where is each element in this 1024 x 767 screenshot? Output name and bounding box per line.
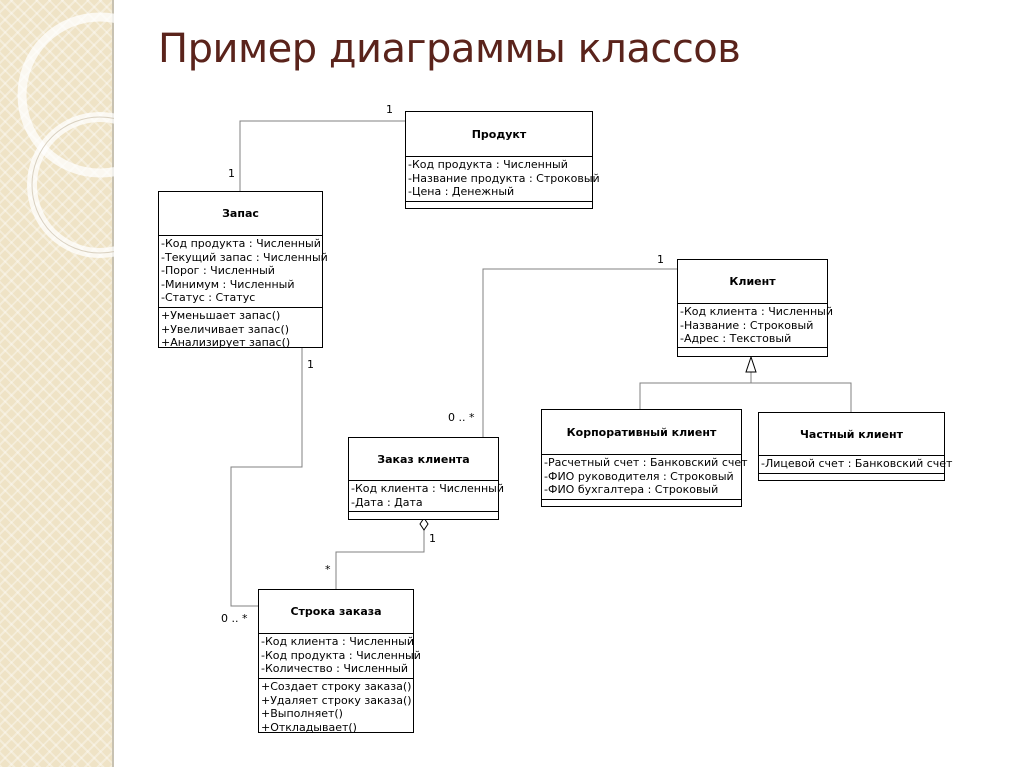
class-order-attributes: -Код клиента : Численный -Дата : Дата [349, 481, 504, 512]
side-panel-divider [112, 0, 114, 767]
attribute: -Расчетный счет : Банковский счет [544, 456, 748, 469]
class-order-line-operations: +Создает строку заказа() +Удаляет строку… [259, 679, 413, 735]
attribute: -Цена : Денежный [408, 185, 515, 199]
class-private-client-attributes: -Лицевой счет : Банковский счет [759, 456, 953, 474]
attribute: -Статус : Статус [161, 291, 256, 305]
class-stock[interactable]: Запас -Код продукта : Численный -Текущий… [158, 191, 328, 351]
class-client[interactable]: Клиент -Код клиента : Численный -Названи… [677, 259, 833, 357]
class-order-line-attributes: -Код клиента : Численный -Код продукта :… [259, 634, 421, 679]
class-stock-name: Запас [159, 192, 322, 236]
attribute: -Порог : Численный [161, 264, 275, 278]
assoc-client-order [482, 268, 677, 437]
attribute: -ФИО бухгалтера : Строковый [544, 483, 719, 497]
class-order-name: Заказ клиента [349, 438, 498, 481]
operation: +Уменьшает запас() [161, 309, 281, 322]
class-order-line[interactable]: Строка заказа -Код клиента : Численный -… [258, 589, 421, 735]
attribute: -Код клиента : Численный [351, 482, 504, 495]
operation: +Откладывает() [261, 720, 357, 734]
class-corporate-client-attributes: -Расчетный счет : Банковский счет -ФИО р… [542, 455, 748, 500]
class-product-attributes: -Код продукта : Численный -Название прод… [406, 157, 600, 202]
attribute: -Адрес : Текстовый [680, 332, 792, 346]
multiplicity-order-orderline-end: 1 [429, 532, 436, 545]
generalization-arrow [745, 355, 757, 373]
class-order-line-name: Строка заказа [259, 590, 413, 634]
operation: +Выполняет() [261, 707, 343, 721]
attribute: -Название продукта : Строковый [408, 171, 600, 185]
generalization-branch [639, 372, 752, 409]
attribute: -Название : Строковый [680, 318, 814, 332]
class-product[interactable]: Продукт -Код продукта : Численный -Назва… [405, 111, 600, 209]
class-private-client[interactable]: Частный клиент -Лицевой счет : Банковски… [758, 412, 953, 481]
class-private-client-name: Частный клиент [759, 413, 944, 456]
attribute: -Код клиента : Численный [680, 305, 833, 318]
attribute: -Дата : Дата [351, 495, 423, 509]
slide-title: Пример диаграммы классов [158, 26, 741, 72]
class-corporate-client[interactable]: Корпоративный клиент -Расчетный счет : Б… [541, 409, 748, 507]
class-corporate-client-name: Корпоративный клиент [542, 410, 741, 455]
attribute: -ФИО руководителя : Строковый [544, 469, 734, 483]
attribute: -Код продукта : Численный [261, 648, 421, 662]
generalization-branch-private [751, 382, 852, 412]
operation: +Анализирует запас() [161, 336, 291, 350]
assoc-order-orderline [335, 529, 425, 589]
class-stock-operations: +Уменьшает запас() +Увеличивает запас() … [159, 308, 322, 351]
class-client-attributes: -Код клиента : Численный -Название : Стр… [678, 304, 833, 348]
multiplicity-stock-orderline-end: 1 [307, 358, 314, 371]
attribute: -Текущий запас : Численный [161, 250, 328, 264]
class-stock-attributes: -Код продукта : Численный -Текущий запас… [159, 236, 328, 308]
multiplicity-product-end: 1 [386, 103, 393, 116]
assoc-product-stock [239, 120, 405, 191]
attribute: -Минимум : Численный [161, 277, 295, 291]
attribute: -Код продукта : Численный [408, 158, 568, 171]
operation: +Увеличивает запас() [161, 322, 290, 336]
multiplicity-orderline-order-end: * [325, 563, 331, 576]
attribute: -Количество : Численный [261, 662, 409, 676]
attribute: -Код клиента : Численный [261, 635, 414, 648]
decorative-circles [17, 12, 114, 258]
class-order[interactable]: Заказ клиента -Код клиента : Численный -… [348, 437, 504, 520]
multiplicity-client-end: 1 [657, 253, 664, 266]
operation: +Удаляет строку заказа() [261, 693, 412, 707]
class-product-name: Продукт [406, 112, 592, 157]
attribute: -Лицевой счет : Банковский счет [761, 457, 953, 470]
class-client-name: Клиент [678, 260, 827, 304]
multiplicity-order-client-end: 0 .. * [448, 411, 475, 424]
operation: +Создает строку заказа() [261, 680, 412, 693]
attribute: -Код продукта : Численный [161, 237, 321, 250]
multiplicity-orderline-stock-end: 0 .. * [221, 612, 248, 625]
assoc-stock-orderline [230, 347, 303, 607]
aggregation-diamond [419, 517, 429, 531]
multiplicity-stock-end: 1 [228, 167, 235, 180]
